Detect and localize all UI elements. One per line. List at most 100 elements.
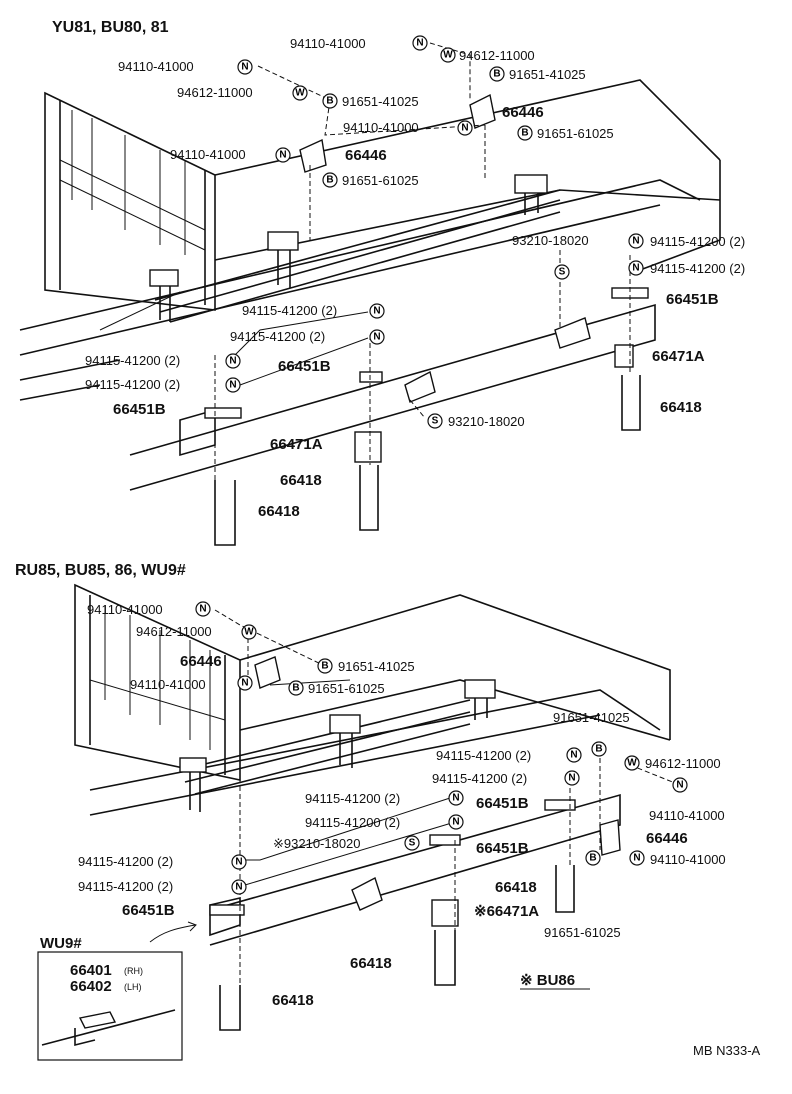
part-label: 94115-41200 (2) [305, 815, 400, 830]
part-label: 94115-41200 (2) [85, 353, 180, 368]
svg-text:N: N [241, 678, 248, 689]
svg-text:N: N [676, 780, 683, 791]
part-label: 94115-41200 (2) [85, 377, 180, 392]
svg-text:N: N [199, 604, 206, 615]
part-label: 66446 [180, 653, 222, 670]
part-label: 91651-61025 [544, 925, 621, 940]
svg-text:N: N [452, 817, 459, 828]
svg-text:N: N [235, 882, 242, 893]
inset-title: WU9# [40, 935, 82, 952]
part-label: 94115-41200 (2) [650, 261, 745, 276]
bottom-leader-lines [214, 609, 681, 985]
svg-text:B: B [521, 128, 528, 139]
part-label: 66418 [495, 879, 537, 896]
part-label: 91651-41025 [553, 710, 630, 725]
svg-text:B: B [595, 744, 602, 755]
svg-text:B: B [321, 661, 328, 672]
svg-text:N: N [461, 123, 468, 134]
part-label: 94115-41200 (2) [650, 234, 745, 249]
part-label: 66418 [660, 399, 702, 416]
part-label: 94110-41000 [343, 120, 419, 135]
part-label: 66451B [122, 902, 175, 919]
part-label: 93210-18020 [512, 233, 589, 248]
part-label: 94115-41200 (2) [305, 791, 400, 806]
svg-text:N: N [279, 150, 286, 161]
svg-text:N: N [632, 263, 639, 274]
part-label: 94612-11000 [459, 48, 535, 63]
svg-text:N: N [235, 857, 242, 868]
svg-text:W: W [244, 627, 254, 638]
part-label: 94115-41200 (2) [78, 879, 173, 894]
part-label: ※93210-18020 [273, 836, 361, 851]
svg-text:N: N [632, 236, 639, 247]
svg-text:N: N [241, 62, 248, 73]
wu9-inset: WU9# 66401 (RH) 66402 (LH) [37, 921, 197, 1061]
part-label: 66451B [113, 401, 166, 418]
svg-text:S: S [559, 267, 566, 278]
part-label: 94110-41000 [649, 808, 725, 823]
part-label: 94115-41200 (2) [78, 854, 173, 869]
part-label: 66446 [345, 147, 387, 164]
note-bu86: ※ BU86 [520, 972, 575, 989]
part-label: 91651-61025 [342, 173, 419, 188]
svg-text:S: S [409, 838, 416, 849]
inset-part-lh: 66402 [70, 978, 112, 995]
bottom-fastener-symbols: N W B N B B N W N N N N S N B N N [195, 601, 688, 895]
top-truck-body-drawing [19, 79, 721, 546]
top-leader-lines [99, 42, 631, 480]
svg-text:N: N [416, 38, 423, 49]
part-label: 94115-41200 (2) [432, 771, 527, 786]
svg-text:W: W [443, 50, 453, 61]
top-fastener-symbols: N W B N W B N B N B N N S N N N N S [225, 35, 644, 429]
part-label: 91651-61025 [308, 681, 385, 696]
part-label: 93210-18020 [448, 414, 525, 429]
part-label: 66451B [666, 291, 719, 308]
part-label: 66418 [272, 992, 314, 1009]
part-label: 94110-41000 [650, 852, 726, 867]
part-label: 94110-41000 [87, 602, 163, 617]
part-label: 66471A [270, 436, 323, 453]
diagram-code: MB N333-A [693, 1043, 761, 1058]
part-label: 91651-41025 [342, 94, 419, 109]
svg-text:B: B [589, 853, 596, 864]
svg-text:B: B [493, 69, 500, 80]
part-label: 91651-41025 [338, 659, 415, 674]
part-label: 94110-41000 [290, 36, 366, 51]
svg-text:B: B [326, 96, 333, 107]
svg-text:B: B [292, 683, 299, 694]
part-label: 94612-11000 [177, 85, 253, 100]
part-label: 66418 [350, 955, 392, 972]
part-label: 66446 [646, 830, 688, 847]
top-part-labels: 94110-41000 94612-11000 91651-41025 9411… [85, 36, 745, 520]
part-label: 94612-11000 [645, 756, 721, 771]
inset-part-rh: 66401 [70, 962, 112, 979]
part-label: 66451B [476, 795, 529, 812]
part-label: 66418 [258, 503, 300, 520]
svg-text:N: N [373, 332, 380, 343]
svg-text:N: N [568, 773, 575, 784]
part-label: 91651-41025 [509, 67, 586, 82]
svg-text:N: N [570, 750, 577, 761]
part-label: 66418 [280, 472, 322, 489]
part-label: 66451B [278, 358, 331, 375]
part-label: 94115-41200 (2) [242, 303, 337, 318]
inset-lh: (LH) [124, 982, 142, 992]
svg-text:N: N [229, 356, 236, 367]
part-label: 66451B [476, 840, 529, 857]
part-label: 66446 [502, 104, 544, 121]
svg-text:N: N [229, 380, 236, 391]
section-title-bottom: RU85, BU85, 86, WU9# [15, 562, 186, 579]
svg-text:S: S [432, 416, 439, 427]
svg-text:W: W [295, 88, 305, 99]
svg-text:B: B [326, 175, 333, 186]
part-label: 94115-41200 (2) [230, 329, 325, 344]
part-label: 94110-41000 [118, 59, 194, 74]
part-label: 91651-61025 [537, 126, 614, 141]
inset-rh: (RH) [124, 966, 143, 976]
svg-text:N: N [633, 853, 640, 864]
part-label: 94612-11000 [136, 624, 212, 639]
svg-text:W: W [627, 758, 637, 769]
part-label: 66471A [652, 348, 705, 365]
part-label: 94110-41000 [130, 677, 206, 692]
